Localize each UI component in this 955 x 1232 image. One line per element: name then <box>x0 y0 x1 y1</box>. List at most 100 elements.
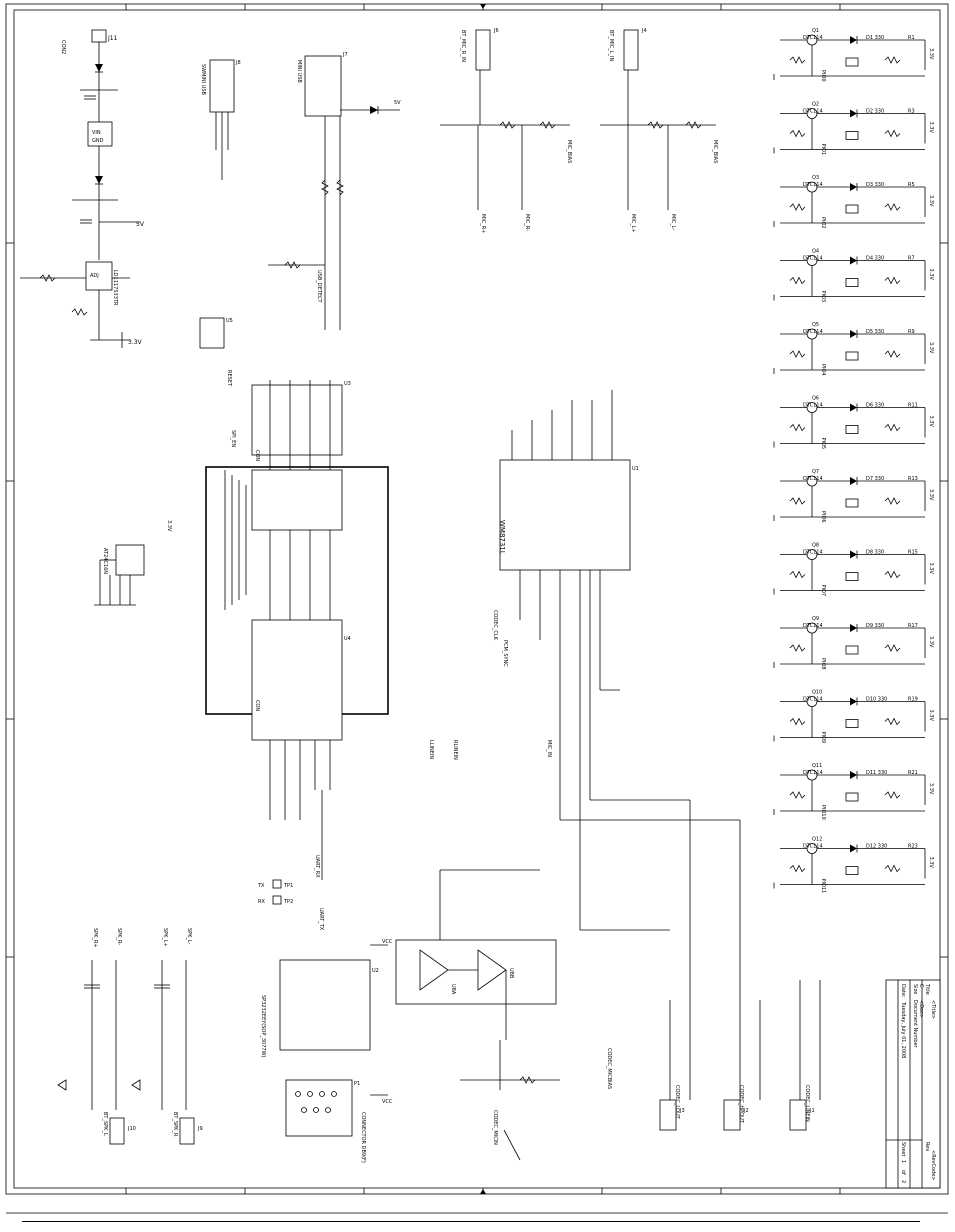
resistor-symbol <box>789 791 806 799</box>
led-ref: D12 330 <box>866 844 887 850</box>
transistor-part: DTC114 <box>803 256 823 262</box>
resistor-ref: R9 <box>908 329 915 335</box>
svg-text:BT_MIC_R_IN: BT_MIC_R_IN <box>460 30 466 62</box>
led-ref: D9 330 <box>866 623 884 629</box>
transistor-part: DTC114 <box>803 329 823 335</box>
reset-label: RESET <box>226 370 232 387</box>
v33-label: 3.3V <box>928 48 934 60</box>
switch-symbol <box>845 498 859 508</box>
title-label: Title <box>924 983 930 995</box>
power-section: J11 CON2 VIN GND 5V ADJ LD1117S33TR 3.3V <box>20 29 145 348</box>
svg-text:MIC_R+: MIC_R+ <box>480 214 486 233</box>
v5-usb: 5V <box>394 100 401 106</box>
date-label: Date: <box>900 984 906 998</box>
opamp-u8a <box>419 949 449 991</box>
v5-label: 5V <box>136 221 145 228</box>
transistor-ref: Q3 <box>812 175 819 181</box>
switch-symbol <box>845 645 859 655</box>
transistor-part: DTC114 <box>803 770 823 776</box>
speaker-jack-j10 <box>109 1117 125 1145</box>
v33-label: 3.3V <box>928 269 934 281</box>
transistor-ref: Q4 <box>812 249 819 255</box>
diode-d15 <box>95 176 103 184</box>
transistor-part: DTC114 <box>803 844 823 850</box>
led-diode <box>850 36 857 44</box>
resistor-symbol <box>789 350 806 358</box>
svg-text:J3: J3 <box>679 1108 685 1114</box>
codec-u1: U1 WM8731L CODEC_CLK PCM_SYNC LLINEIN RL… <box>428 390 741 1000</box>
con2-label: CON2 <box>60 40 66 54</box>
rev-label: Rev <box>924 1142 930 1151</box>
svg-text:SPK_L-: SPK_L- <box>186 928 192 945</box>
resistor-symbol <box>884 791 901 799</box>
svg-text:TP2: TP2 <box>283 899 293 905</box>
jack-j1 <box>789 1099 807 1131</box>
eeprom-u5: U5 RESET <box>199 317 233 387</box>
svg-text:CON: CON <box>254 450 260 461</box>
svg-text:VCC: VCC <box>382 939 393 945</box>
svg-text:MIC_L-: MIC_L- <box>670 214 676 230</box>
resistor-symbol <box>884 717 901 726</box>
transistor-ref: Q2 <box>812 102 819 108</box>
v33-eeprom: 3.3V <box>166 520 172 532</box>
svg-text:BT_MIC_L_IN: BT_MIC_L_IN <box>608 30 614 62</box>
ldo-part-label: LD1117S33TR <box>112 270 118 306</box>
title-value: <Title> <box>930 1000 936 1019</box>
transistor-part: DTC114 <box>803 35 823 41</box>
resistor-symbol <box>884 864 901 873</box>
transistor-ref: Q7 <box>812 469 819 475</box>
led-ref: D4 330 <box>866 256 884 262</box>
diode-d14 <box>95 64 103 72</box>
led-diode <box>850 771 857 779</box>
pio-net-label: PIO9 <box>820 732 826 744</box>
led-diode <box>850 844 857 853</box>
speaker-section: SPK_R+ SPK_R- SPK_L+ SPK_L- J10 J9 BT_SP… <box>57 928 203 1145</box>
date-value: Tuesday, July 01, 2008 <box>900 1001 906 1058</box>
transistor-ref: Q11 <box>812 763 822 769</box>
transistor-ref: Q1 <box>812 28 819 34</box>
led-ref: D11 330 <box>866 770 887 776</box>
size-label: Size <box>912 984 918 994</box>
resistor-symbol <box>789 56 806 64</box>
led-diode <box>850 183 857 191</box>
v33-label: 3.3V <box>928 857 934 869</box>
transistor-part: DTC114 <box>803 697 823 703</box>
svg-text:LLINEIN: LLINEIN <box>428 740 434 759</box>
title-block: Title <Title> Size Document Number C <Do… <box>885 979 941 1189</box>
switch-symbol <box>845 792 859 802</box>
inner-border <box>13 9 941 1189</box>
uart-rx-label: UART_RX <box>314 855 320 878</box>
resistor-symbol <box>789 423 806 432</box>
svg-text:BT_SPK_R: BT_SPK_R <box>172 1112 178 1137</box>
j7-ref: J7 <box>342 52 348 58</box>
led-ref: D8 330 <box>866 550 884 556</box>
led-diode <box>850 697 857 706</box>
svg-text:SPK_R+: SPK_R+ <box>92 928 98 948</box>
led-diode <box>850 403 857 412</box>
resistor-ref: R17 <box>908 623 918 629</box>
resistor-ref: R11 <box>908 403 918 409</box>
mic-jack-j4 <box>623 29 639 71</box>
svg-text:WM8731L: WM8731L <box>498 520 506 555</box>
j8-ref: J8 <box>235 60 241 66</box>
chip-at24: AT24C16N 3.3V <box>94 520 172 606</box>
svg-text:RX: RX <box>258 899 265 905</box>
resistor-symbol <box>789 644 806 652</box>
led-diode <box>850 550 857 559</box>
resistor-symbol <box>789 717 806 726</box>
v33-label: 3.3V <box>928 489 934 501</box>
pio-net-label: PIO1 <box>820 144 826 156</box>
svg-text:J6: J6 <box>493 28 499 34</box>
sheet-value: 1 <box>900 1160 906 1163</box>
of-value: 2 <box>900 1180 906 1183</box>
led-ref: D10 330 <box>866 697 887 703</box>
svg-text:U8B: U8B <box>508 968 514 979</box>
usb-detect-label: USB_DETECT <box>316 270 322 303</box>
